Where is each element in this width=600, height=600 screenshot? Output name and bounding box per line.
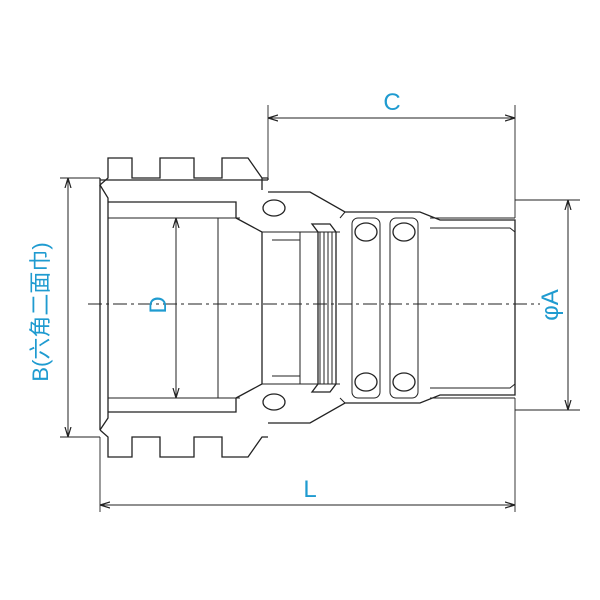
dimension-d-label: D: [145, 296, 172, 313]
dimension-a-label: φA: [537, 289, 564, 321]
dimension-b: B(六角二面巾): [28, 178, 68, 437]
dimension-c: C: [268, 89, 515, 118]
dimension-l: L: [100, 476, 515, 505]
fitting-body: [99, 157, 516, 458]
dimension-a: φA: [537, 200, 568, 410]
dimension-l-label: L: [303, 476, 316, 503]
dimension-d: D: [145, 218, 176, 398]
dimension-b-label: B(六角二面巾): [28, 242, 53, 381]
dimension-c-label: C: [383, 89, 400, 116]
